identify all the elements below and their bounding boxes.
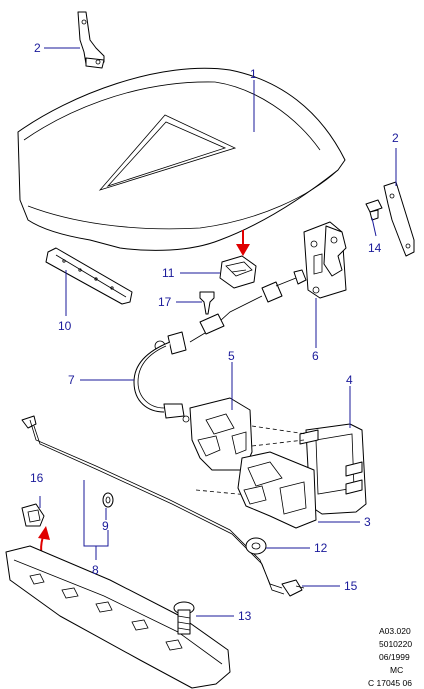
cable-clip bbox=[199, 291, 215, 315]
hood-hinge-left bbox=[77, 11, 105, 69]
callout-11: 11 bbox=[162, 266, 175, 280]
callout-7: 7 bbox=[68, 373, 75, 387]
ref-line-2: 5010220 bbox=[379, 639, 412, 649]
hood-hinge-right bbox=[383, 181, 415, 257]
callout-12: 12 bbox=[314, 541, 328, 555]
ref-line-3: 06/1999 bbox=[379, 652, 410, 662]
red-arrow-latch bbox=[236, 230, 250, 256]
callout-2-right: 2 bbox=[392, 131, 399, 145]
retainer-clip bbox=[21, 503, 45, 527]
callout-16: 16 bbox=[30, 471, 44, 485]
ref-line-5: C 17045 06 bbox=[368, 678, 412, 688]
rod-clip bbox=[281, 579, 305, 597]
callout-13: 13 bbox=[238, 609, 252, 623]
hood-panel bbox=[17, 67, 346, 251]
callout-14: 14 bbox=[368, 241, 382, 255]
callout-17: 17 bbox=[158, 295, 172, 309]
callout-8: 8 bbox=[92, 563, 99, 577]
hood-seal-strip bbox=[45, 247, 133, 305]
hood-latch-striker bbox=[219, 255, 257, 289]
crossmember-bolt bbox=[173, 601, 195, 635]
callout-5: 5 bbox=[228, 349, 235, 363]
rod-grommet bbox=[102, 492, 114, 508]
callout-numbers: 2 1 2 14 11 17 10 6 7 5 4 3 12 16 9 8 15… bbox=[30, 41, 399, 623]
ref-line-1: A03.020 bbox=[379, 626, 411, 636]
callout-15: 15 bbox=[344, 579, 358, 593]
bracket-nut bbox=[245, 537, 267, 555]
latch-bracket-center bbox=[237, 451, 317, 529]
callout-1: 1 bbox=[250, 67, 257, 81]
callout-9: 9 bbox=[102, 519, 109, 533]
leader-lines bbox=[39, 47, 397, 617]
support-rod bbox=[21, 415, 285, 595]
callout-3: 3 bbox=[364, 515, 371, 529]
callout-2-left: 2 bbox=[34, 41, 41, 55]
release-cable bbox=[133, 269, 307, 423]
callout-4: 4 bbox=[346, 373, 353, 387]
hood-latch-assembly bbox=[303, 221, 347, 299]
callout-10: 10 bbox=[58, 319, 72, 333]
callout-6: 6 bbox=[312, 349, 319, 363]
latch-plate-rear bbox=[299, 423, 367, 515]
hinge-bolt bbox=[365, 199, 383, 221]
front-crossmember bbox=[5, 545, 231, 689]
ref-line-4: MC bbox=[390, 665, 403, 675]
reference-block: A03.020 5010220 06/1999 MC C 17045 06 bbox=[368, 626, 412, 688]
